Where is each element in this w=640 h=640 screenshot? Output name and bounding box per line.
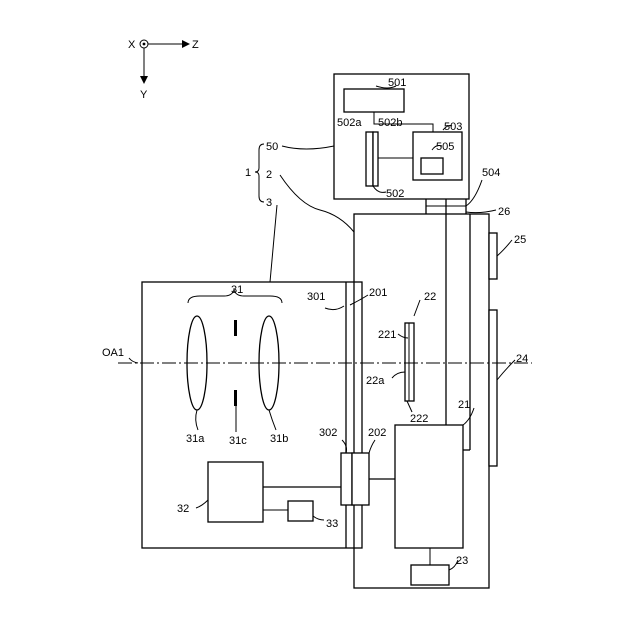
- reference-labels: 1 50 2 3 501 502a 502b 503 505 502 504 2…: [102, 77, 528, 567]
- label-21: 21: [458, 399, 470, 411]
- x-axis-label: X: [128, 39, 136, 51]
- label-504: 504: [482, 167, 500, 179]
- component-502: [366, 132, 373, 186]
- label-31b: 31b: [270, 433, 288, 445]
- aperture-31c-top: [234, 320, 237, 336]
- label-505: 505: [436, 141, 454, 153]
- label-222: 222: [410, 413, 428, 425]
- label-50: 50: [266, 141, 278, 153]
- label-22: 22: [424, 291, 436, 303]
- body-2: [354, 214, 497, 588]
- label-502b: 502b: [378, 117, 402, 129]
- aperture-31c-bottom: [234, 390, 237, 406]
- label-31c: 31c: [229, 435, 247, 447]
- label-502: 502: [386, 188, 404, 200]
- component-302: [341, 453, 352, 505]
- group-bracket-1: [255, 144, 264, 202]
- label-221: 221: [378, 329, 396, 341]
- component-505: [421, 158, 443, 174]
- label-501: 501: [388, 77, 406, 89]
- label-22a: 22a: [366, 375, 385, 387]
- component-202: [352, 453, 369, 505]
- label-25: 25: [514, 234, 526, 246]
- component-24: [489, 310, 497, 466]
- component-23: [411, 565, 449, 585]
- component-25: [489, 233, 497, 279]
- label-23: 23: [456, 555, 468, 567]
- label-2: 2: [266, 169, 272, 181]
- component-21: [395, 425, 463, 548]
- coordinate-axes: X Z Y: [128, 39, 199, 101]
- label-301: 301: [307, 291, 325, 303]
- label-26: 26: [498, 206, 510, 218]
- label-24: 24: [516, 353, 528, 365]
- component-33: [288, 501, 313, 521]
- z-axis-label: Z: [192, 39, 199, 51]
- label-201: 201: [369, 287, 387, 299]
- y-axis-label: Y: [140, 89, 148, 101]
- label-31a: 31a: [186, 433, 205, 445]
- component-32: [208, 462, 263, 522]
- label-503: 503: [444, 121, 462, 133]
- label-202: 202: [368, 427, 386, 439]
- label-33: 33: [326, 518, 338, 530]
- label-502a: 502a: [337, 117, 362, 129]
- label-OA1: OA1: [102, 347, 124, 359]
- component-501: [344, 89, 404, 112]
- label-3: 3: [266, 197, 272, 209]
- label-32: 32: [177, 503, 189, 515]
- label-31: 31: [231, 284, 243, 296]
- label-1: 1: [245, 167, 251, 179]
- label-302: 302: [319, 427, 337, 439]
